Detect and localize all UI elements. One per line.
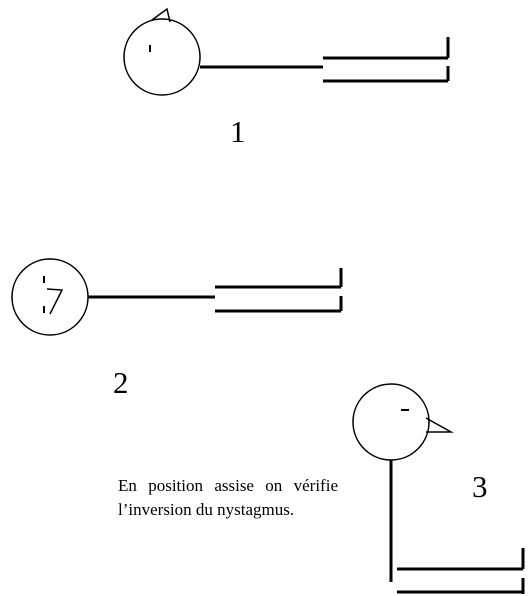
figure-2: 2 [11,258,343,400]
figure-1: 1 [123,7,450,149]
head-circle-1 [123,18,201,96]
head-circle-2 [11,258,89,336]
head-circle-3 [352,383,430,461]
nose-2 [46,288,64,315]
figure-label-2: 2 [113,365,129,400]
caption-text: En position assise on vérifie l’inversio… [118,476,338,519]
nose-3 [425,417,454,433]
figure-label-1: 1 [230,114,246,149]
nose-1 [151,7,171,23]
figure-label-3: 3 [472,469,488,504]
figure-3: 3 [352,383,525,594]
